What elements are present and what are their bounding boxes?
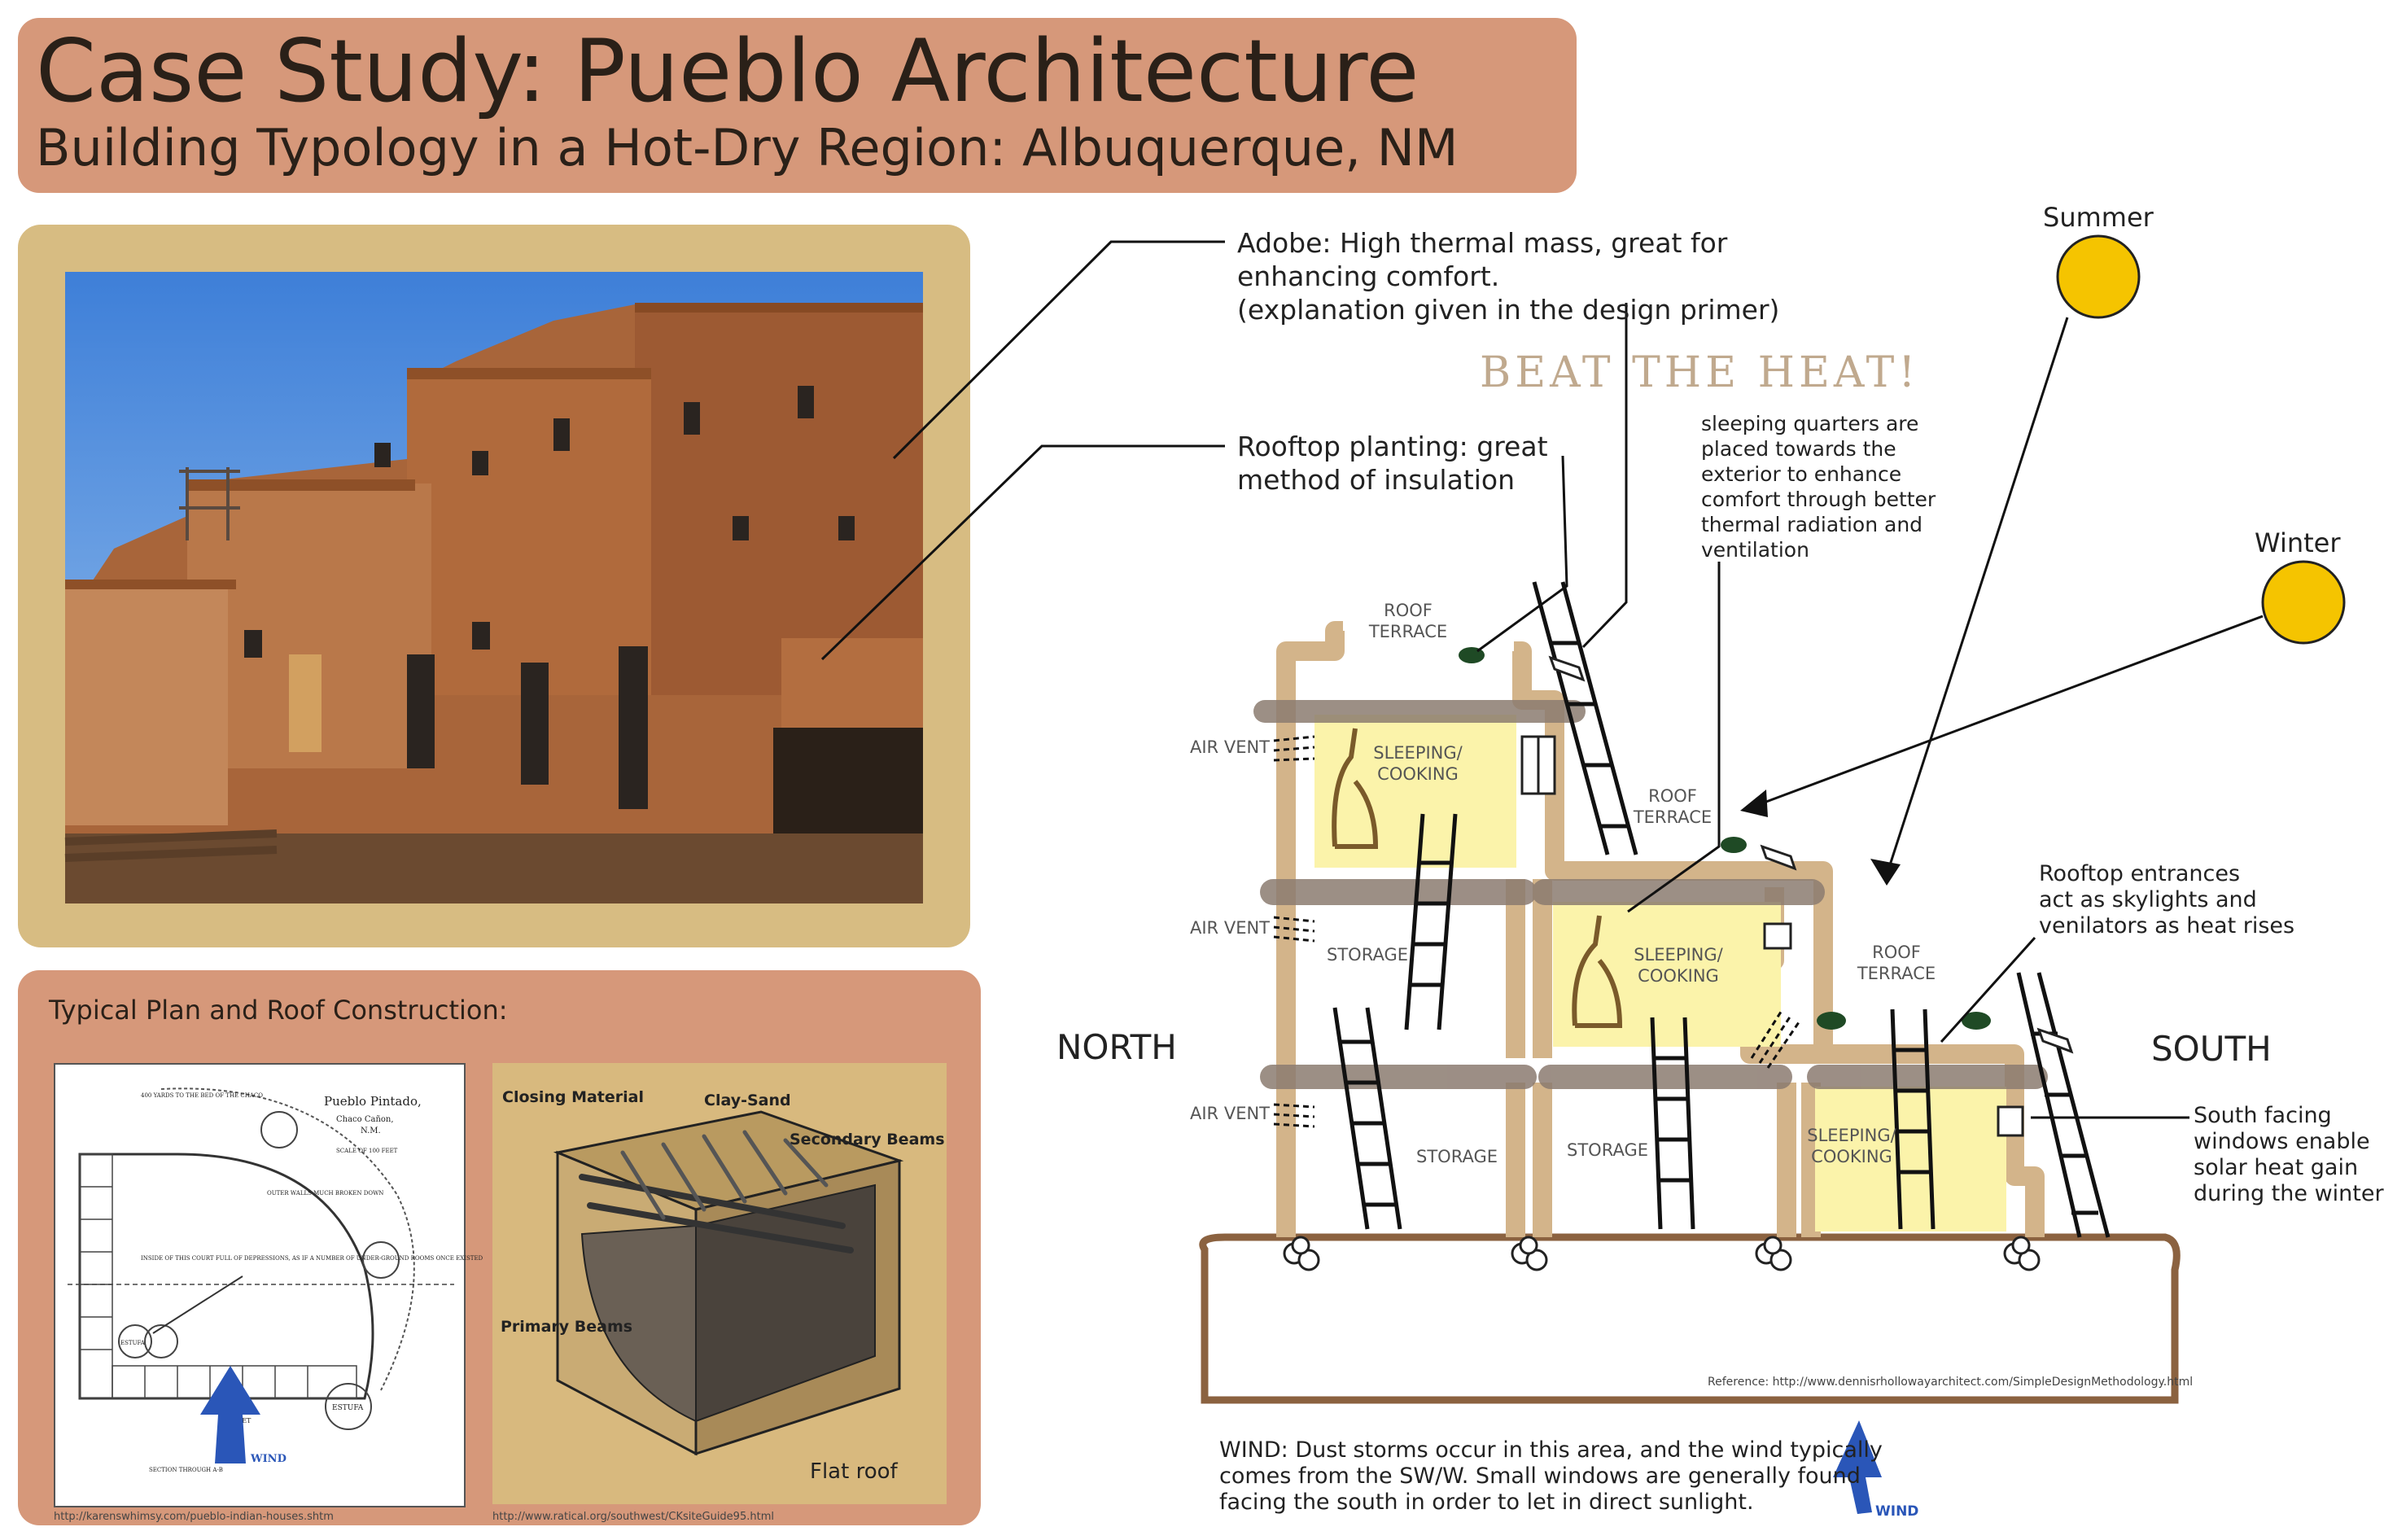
air-vent-2: AIR VENT [1190,918,1270,938]
plan-scale: SCALE OF 100 FEET [336,1148,398,1154]
storage-upper: STORAGE [1327,945,1408,965]
air-vent-lines [1273,735,1800,1128]
roof-terrace-1-line1: ROOF [1384,601,1433,620]
sleeping-2-line1: SLEEPING/ [1634,945,1723,965]
plan-wind-arrow-icon [200,1366,260,1463]
summer-label: Summer [2043,202,2154,233]
roof-vent-caps [1548,655,2074,1054]
plan-estufa-2: ESTUFA [332,1404,364,1412]
south-windows-note: South facing windows enable solar heat g… [2194,1103,2384,1206]
plan-section: SECTION THROUGH A-B [149,1467,223,1473]
summer-arrowhead [1870,859,1901,886]
north-label: NORTH [1056,1027,1177,1067]
storage-lower-left: STORAGE [1416,1147,1498,1166]
windows [1520,735,2024,1137]
plan-drawing: Pueblo Pintado, Chaco Cañon, N.M. SCALE … [55,1065,483,1506]
roof-terrace-3-line2: TERRACE [1857,964,1936,983]
fireplaces [1332,728,1623,1028]
page-subtitle: Building Typology in a Hot-Dry Region: A… [36,118,1459,177]
plan-heading: Typical Plan and Roof Construction: [49,995,508,1026]
beat-the-heat: BEAT THE HEAT! [1480,348,1920,397]
winter-arrowhead [1740,790,1768,817]
page-title: Case Study: Pueblo Architecture [36,21,1419,121]
pueblo-photo-drawing [64,272,923,903]
foundation-stones [1283,1236,2041,1271]
roof-drawing: Closing Material Clay-Sand Secondary Bea… [492,1063,947,1504]
wind-arrow-icon [1833,1420,1882,1514]
annotation-leaders [1476,303,2264,1119]
photo-leader-lines [820,240,1225,661]
roof-source: http://www.ratical.org/southwest/CKsiteG… [492,1511,774,1523]
roof-label-primary: Primary Beams [501,1318,632,1336]
roof-terrace-2-line2: TERRACE [1633,807,1712,827]
rooftop-planting-note: Rooftop planting: great method of insula… [1237,431,1548,496]
plan-distance: 400 YARDS TO THE BED OF THE CHACO [141,1092,263,1099]
sleeping-3-line2: COOKING [1811,1147,1892,1166]
winter-label: Winter [2255,527,2341,558]
roof-construction-image: Closing Material Clay-Sand Secondary Bea… [492,1063,947,1504]
adobe-note: Adobe: High thermal mass, great for enha… [1237,227,1780,326]
roof-label-secondary: Secondary Beams [790,1131,945,1148]
roof-label-closing: Closing Material [502,1088,644,1106]
reference-source: Reference: http://www.dennisrhollowayarc… [1708,1376,2194,1389]
roof-terrace-2-line1: ROOF [1648,786,1697,806]
wind-label: WIND [1875,1503,1918,1520]
plan-location: Chaco Cañon, [336,1115,394,1124]
room-fills [1314,715,2006,1232]
rooftop-entrances-note: Rooftop entrances act as skylights and v… [2039,861,2295,938]
sleeping-2-line2: COOKING [1638,966,1719,986]
winter-sun-icon [2261,560,2346,645]
title-banner [18,18,1577,193]
plan-state: N.M. [361,1127,381,1135]
sleeping-quarters-note: sleeping quarters are placed towards the… [1701,412,1936,562]
air-vent-3: AIR VENT [1190,1104,1270,1123]
storage-lower-mid: STORAGE [1567,1140,1648,1160]
wind-note: WIND: Dust storms occur in this area, an… [1219,1437,1883,1515]
ground [1199,1233,2181,1404]
roof-terrace-3-line1: ROOF [1872,943,1921,962]
air-vent-1: AIR VENT [1190,737,1270,757]
sleeping-1-line2: COOKING [1377,764,1459,784]
plan-wind-label: WIND [250,1453,287,1465]
ladders [1332,581,2111,1238]
roof-label-clay: Clay-Sand [704,1092,791,1109]
roof-terrace-1-line2: TERRACE [1368,622,1447,641]
sleeping-3-line1: SLEEPING/ [1807,1126,1896,1145]
pueblo-pintado-plan: Pueblo Pintado, Chaco Cañon, N.M. SCALE … [54,1063,483,1507]
plan-outer-walls: OUTER WALLS MUCH BROKEN DOWN [267,1190,383,1197]
plan-estufa-1: ESTUFA [120,1340,146,1346]
plan-title: Pueblo Pintado, [324,1094,422,1109]
pueblo-photo [64,272,923,903]
roof-label-flat: Flat roof [810,1459,899,1484]
plan-source: http://karenswhimsy.com/pueblo-indian-ho… [54,1511,334,1523]
plan-court: INSIDE OF THIS COURT FULL OF DEPRESSIONS… [141,1255,483,1262]
summer-sun-icon [2056,234,2141,319]
south-label: SOUTH [2151,1029,2272,1069]
sleeping-1-line1: SLEEPING/ [1373,743,1463,763]
